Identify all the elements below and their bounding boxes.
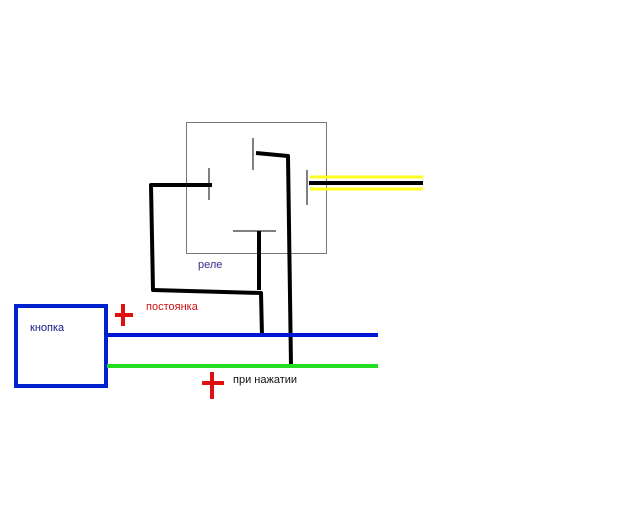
button-label: кнопка (30, 322, 65, 334)
button-box (14, 304, 108, 388)
plus-sign-constant (115, 304, 133, 326)
on-press-label: при нажатии (233, 374, 298, 386)
relay-label: реле (198, 259, 223, 271)
constant-power-label: постоянка (146, 301, 198, 313)
black-wire-top-contact (255, 151, 293, 367)
plus-sign-on-press (202, 372, 224, 399)
black-wire-left-contact (149, 183, 264, 337)
relay-box (186, 122, 327, 254)
